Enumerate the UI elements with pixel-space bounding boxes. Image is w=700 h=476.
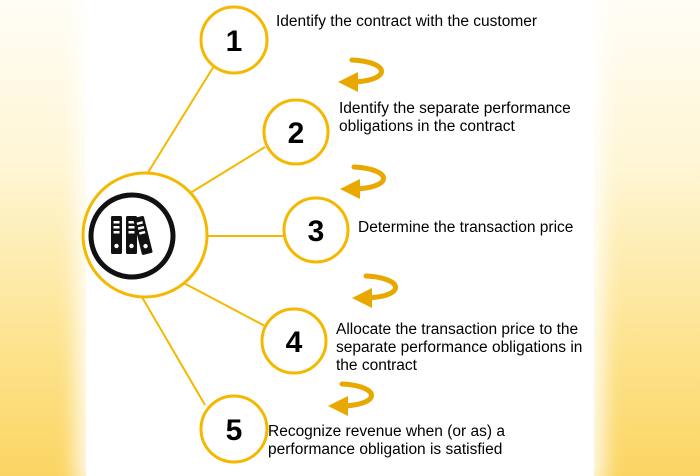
curved-arrow-icon (352, 273, 398, 308)
curved-arrow-icon (340, 164, 386, 199)
central-icon (81, 171, 209, 299)
step-text-5: Recognize revenue when (or as) a perform… (268, 423, 505, 458)
step-text-2: Identify the separate performance obliga… (339, 100, 571, 135)
step-number-1: 1 (226, 25, 243, 58)
curved-arrow-icon (338, 57, 384, 92)
binders-icon (111, 215, 153, 255)
connector-line-1 (138, 65, 215, 188)
step-circle-2: 2 (262, 98, 330, 166)
step-number-2: 2 (288, 117, 305, 150)
step-circle-5: 5 (199, 394, 269, 464)
step-text-4: Allocate the transaction price to the se… (336, 321, 583, 374)
step-number-3: 3 (308, 215, 325, 248)
step-circle-4: 4 (260, 307, 328, 375)
connector-line-4 (177, 279, 266, 327)
step-number-4: 4 (286, 326, 303, 359)
curved-arrow-icon (328, 381, 374, 416)
step-circle-1: 1 (199, 5, 269, 75)
step-number-5: 5 (226, 414, 243, 447)
connector-line-5 (138, 291, 206, 406)
step-circle-3: 3 (282, 196, 350, 264)
step-text-1: Identify the contract with the customer (276, 13, 538, 30)
step-text-3: Determine the transaction price (358, 219, 574, 236)
